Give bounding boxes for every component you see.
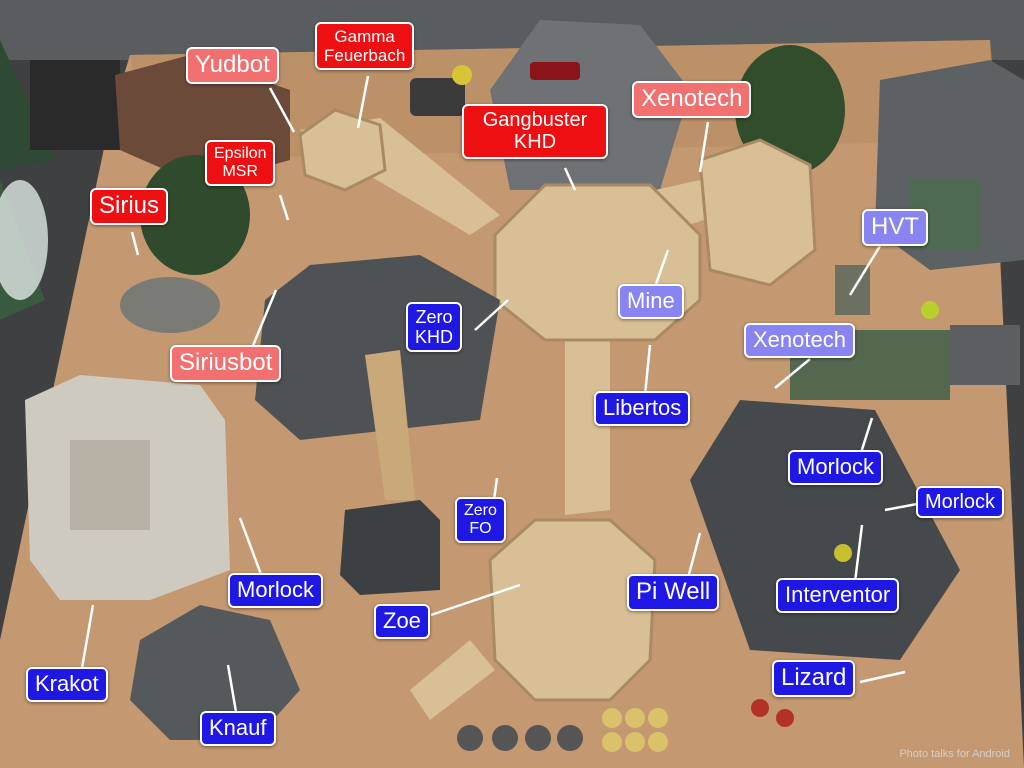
label-siriusbot: Siriusbot (170, 345, 282, 382)
pointer-libertos (643, 344, 652, 396)
red-token (751, 699, 769, 717)
pointer-knauf (226, 664, 238, 713)
pointer-xenotech-top (698, 121, 710, 173)
gold-token (602, 732, 622, 752)
pointer-interventor (853, 524, 864, 583)
right-generator (950, 325, 1020, 385)
gold-token (602, 708, 622, 728)
gold-token (625, 708, 645, 728)
label-knauf: Knauf (200, 711, 276, 746)
red-crate (530, 62, 580, 80)
central-rock (255, 255, 500, 440)
tower-core (70, 440, 150, 530)
pointer-zero-fo (492, 477, 499, 501)
label-mine: Mine (618, 284, 684, 319)
pointer-epsilon-msr (278, 194, 290, 221)
label-zoe: Zoe (374, 604, 430, 639)
label-yudbot: Yudbot (186, 47, 279, 84)
watermark: Photo talks for Android (899, 748, 1010, 760)
pointer-sirius (130, 231, 140, 256)
yellow-token (452, 65, 472, 85)
label-sirius: Sirius (90, 188, 169, 225)
label-morlock-right: Morlock (788, 450, 884, 485)
square-pit (130, 605, 300, 740)
dark-token (457, 725, 483, 751)
gold-token (648, 708, 668, 728)
pointer-mine (653, 249, 670, 288)
label-lizard: Lizard (772, 660, 856, 697)
right-hex-platform (698, 138, 817, 287)
pointer-hvt (848, 245, 882, 296)
label-libertos: Libertos (594, 391, 691, 426)
pointer-morlock-far-right (884, 502, 918, 512)
dark-token (525, 725, 551, 751)
yellow-objective-token (834, 544, 852, 562)
boulder-left (120, 277, 220, 333)
red-token (776, 709, 794, 727)
pointer-morlock-right (858, 417, 874, 457)
label-krakot: Krakot (26, 667, 108, 702)
snowy-tree (0, 180, 48, 300)
top-left-platform (298, 108, 387, 192)
pointer-zoe (430, 583, 521, 617)
green-token (921, 301, 939, 319)
gold-token (625, 732, 645, 752)
pointer-siriusbot (250, 289, 278, 349)
label-morlock-far-right: Morlock (916, 486, 1005, 519)
bottom-token-row (457, 699, 794, 752)
label-epsilon-msr: Epsilon MSR (205, 140, 276, 186)
label-zero-khd: Zero KHD (406, 302, 463, 353)
pointer-morlock-left (238, 517, 264, 578)
dark-token (492, 725, 518, 751)
black-case (30, 60, 120, 150)
ladder-ramp (365, 350, 415, 500)
label-interventor: Interventor (776, 578, 900, 613)
dark-tank (410, 78, 465, 116)
label-xenotech-top: Xenotech (632, 81, 752, 118)
dark-container (340, 500, 440, 595)
label-gangbuster-khd: Gangbuster KHD (462, 104, 608, 159)
label-zero-fo: Zero FO (455, 497, 506, 543)
label-morlock-left: Morlock (228, 573, 324, 608)
label-xenotech-right: Xenotech (744, 323, 855, 358)
bottom-hex-platform (488, 518, 657, 702)
label-pointers (80, 75, 918, 713)
label-pi-well: Pi Well (627, 574, 720, 611)
pointer-krakot (80, 604, 95, 669)
pointer-xenotech-right (774, 358, 811, 389)
pointer-yudbot (268, 87, 296, 133)
walkway-south (565, 340, 610, 515)
pointer-gangbuster-khd (563, 167, 577, 191)
pointer-zero-khd (474, 299, 509, 331)
pointer-pi-well (686, 532, 702, 579)
gold-token (648, 732, 668, 752)
label-gamma-feuerbach: Gamma Feuerbach (315, 22, 415, 71)
bottom-stairs (410, 640, 495, 720)
pointer-gamma-feuerbach (356, 75, 370, 129)
dark-token (557, 725, 583, 751)
label-hvt: HVT (862, 209, 928, 246)
pointer-lizard (859, 670, 906, 684)
